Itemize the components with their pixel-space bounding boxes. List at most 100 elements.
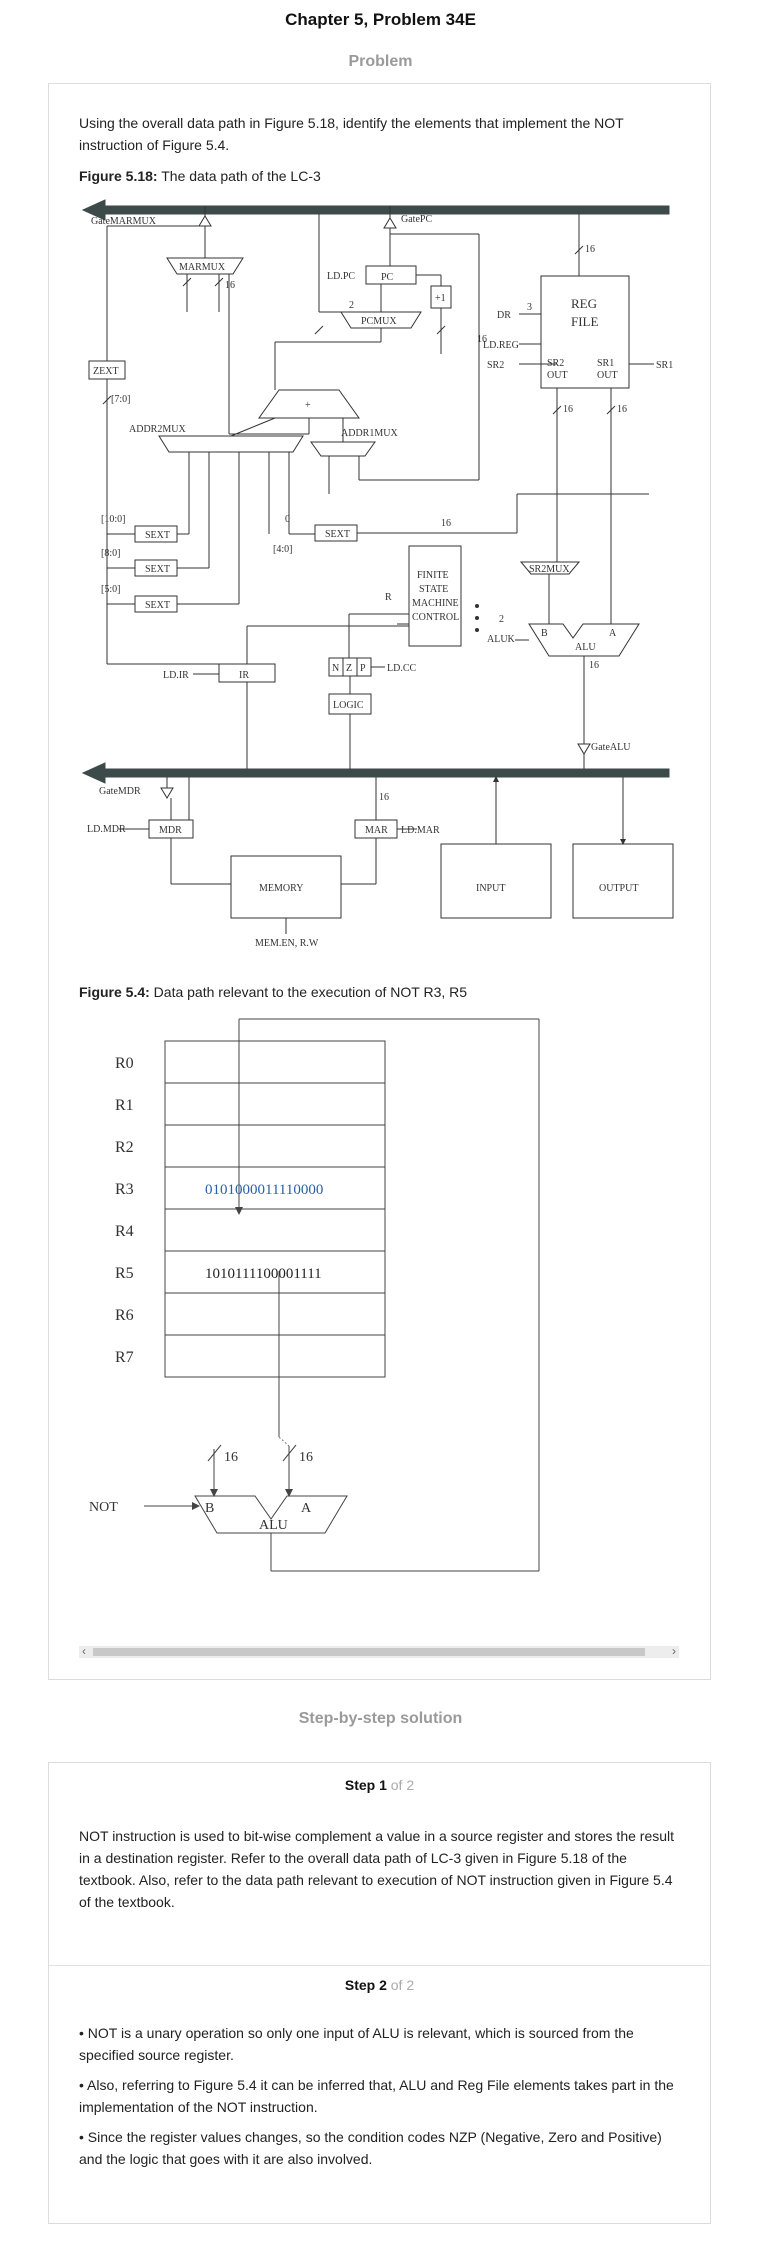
width-2-aluk: 2: [499, 614, 504, 625]
label-regfile-2: FILE: [571, 314, 599, 329]
label-aluk: ALUK: [487, 634, 516, 645]
register-name-0: R0: [115, 1055, 134, 1072]
label-alu-a: A: [609, 628, 617, 639]
lc3-datapath-figure: GateMARMUX GatePC MARMUX LD.PC PC +1 PCM…: [79, 194, 682, 964]
label-gatemarmux: GateMARMUX: [91, 216, 157, 227]
figure-5-18-title: The data path of the LC-3: [158, 168, 321, 184]
label-bits-8-0: [8:0]: [101, 548, 120, 559]
label-fsm-4: CONTROL: [412, 612, 459, 623]
fig54-width-a: 16: [299, 1450, 313, 1465]
label-ldcc: LD.CC: [387, 663, 417, 674]
label-sext-3: SEXT: [145, 600, 170, 611]
figure-5-4-label: Figure 5.4:: [79, 984, 150, 1000]
label-z: Z: [346, 663, 352, 674]
label-pcmux: PCMUX: [361, 316, 397, 327]
step-2-of: of 2: [387, 1977, 414, 1993]
step-2-bullet-3: • Since the register values changes, so …: [79, 2126, 684, 2170]
scroll-left-icon[interactable]: ‹: [82, 1644, 86, 1658]
label-sr2out-1: SR2: [547, 358, 564, 369]
problem-text: Using the overall data path in Figure 5.…: [79, 112, 679, 156]
addr1mux: [311, 442, 375, 456]
register-name-5: R5: [115, 1265, 134, 1282]
label-mem-en: MEM.EN, R.W: [255, 938, 319, 949]
page-title: Chapter 5, Problem 34E: [0, 10, 761, 30]
fig54-alu-label: ALU: [259, 1518, 288, 1533]
label-sext-2: SEXT: [145, 564, 170, 575]
label-gatealu: GateALU: [591, 742, 631, 753]
label-gatemdr: GateMDR: [99, 786, 141, 797]
figure-5-4-caption: Figure 5.4: Data path relevant to the ex…: [79, 984, 467, 1000]
label-output: OUTPUT: [599, 883, 638, 894]
register-value-5: 1010111100001111: [205, 1266, 322, 1282]
step-2-header: Step 2 of 2: [49, 1977, 710, 1993]
label-sr1out-2: OUT: [597, 370, 618, 381]
not-datapath-figure: R0R1R2R30101000011110000R4R5101011110000…: [79, 1009, 682, 1609]
width-3-dr: 3: [527, 302, 532, 313]
register-name-6: R6: [115, 1307, 134, 1324]
addr2mux: [159, 436, 303, 452]
finite-state-machine: [409, 546, 461, 646]
register-name-7: R7: [115, 1349, 134, 1366]
fig54-alu-a: A: [301, 1501, 312, 1516]
fig54-alu-b: B: [205, 1501, 214, 1516]
step-2-label: Step 2: [345, 1977, 387, 1993]
label-bits-4-0: [4:0]: [273, 544, 292, 555]
scroll-right-icon[interactable]: ›: [672, 1644, 676, 1658]
label-ldpc: LD.PC: [327, 271, 355, 282]
figure-5-18-caption: Figure 5.18: The data path of the LC-3: [79, 168, 321, 184]
label-sr1out-1: SR1: [597, 358, 614, 369]
label-marmux: MARMUX: [179, 262, 226, 273]
label-bits-5-0: [5:0]: [101, 584, 120, 595]
figure-5-4-title: Data path relevant to the execution of N…: [150, 984, 467, 1000]
gatemdr-gate: [161, 788, 173, 798]
label-pc: PC: [381, 272, 394, 283]
label-ldreg: LD.REG: [483, 340, 519, 351]
label-addr1mux: ADDR1MUX: [341, 428, 398, 439]
label-sr2: SR2: [487, 360, 504, 371]
scrollbar-thumb[interactable]: [93, 1648, 645, 1656]
register-name-4: R4: [115, 1223, 134, 1240]
label-gatepc: GatePC: [401, 214, 432, 225]
step-1-text: NOT instruction is used to bit-wise comp…: [79, 1825, 684, 1913]
width-16-sr1: 16: [617, 404, 627, 415]
top-bus: [99, 206, 669, 214]
label-ldmdr: LD.MDR: [87, 824, 126, 835]
label-ir: IR: [239, 670, 249, 681]
label-logic: LOGIC: [333, 700, 364, 711]
solution-section-title: Step-by-step solution: [0, 1710, 761, 1728]
problem-section-title: Problem: [0, 53, 761, 71]
width-16-sext: 16: [441, 518, 451, 529]
label-sext-1: SEXT: [145, 530, 170, 541]
label-alu-b: B: [541, 628, 548, 639]
label-zext: ZEXT: [93, 366, 119, 377]
label-sext-4: SEXT: [325, 529, 350, 540]
output-box: [573, 844, 673, 918]
register-cell-7: [165, 1335, 385, 1377]
label-mar: MAR: [365, 825, 388, 836]
step-1-header: Step 1 of 2: [49, 1777, 710, 1793]
label-bits-7-0: [7:0]: [111, 394, 130, 405]
label-dr: DR: [497, 310, 511, 321]
fig54-width-b: 16: [224, 1450, 238, 1465]
horizontal-scrollbar[interactable]: ‹ ›: [79, 1646, 679, 1658]
label-ldir: LD.IR: [163, 670, 189, 681]
gatepc-gate: [384, 218, 396, 228]
width-16-alu: 16: [589, 660, 599, 671]
step-1-of: of 2: [387, 1777, 414, 1793]
register-name-2: R2: [115, 1139, 134, 1156]
step-1-label: Step 1: [345, 1777, 387, 1793]
width-16-mar: 16: [379, 792, 389, 803]
width-2-pcmux: 2: [349, 300, 354, 311]
label-sr2mux: SR2MUX: [529, 564, 570, 575]
step-2-bullet-1: • NOT is a unary operation so only one i…: [79, 2022, 684, 2066]
register-cell-2: [165, 1125, 385, 1167]
label-fsm-2: STATE: [419, 584, 448, 595]
width-16-sr2: 16: [563, 404, 573, 415]
label-r: R: [385, 592, 392, 603]
label-input: INPUT: [476, 883, 505, 894]
register-value-3: 0101000011110000: [205, 1182, 323, 1198]
register-cell-4: [165, 1209, 385, 1251]
label-ldmar: LD.MAR: [401, 825, 440, 836]
width-16-marmux: 16: [225, 280, 235, 291]
solution-card: Step 1 of 2 NOT instruction is used to b…: [48, 1762, 711, 2224]
